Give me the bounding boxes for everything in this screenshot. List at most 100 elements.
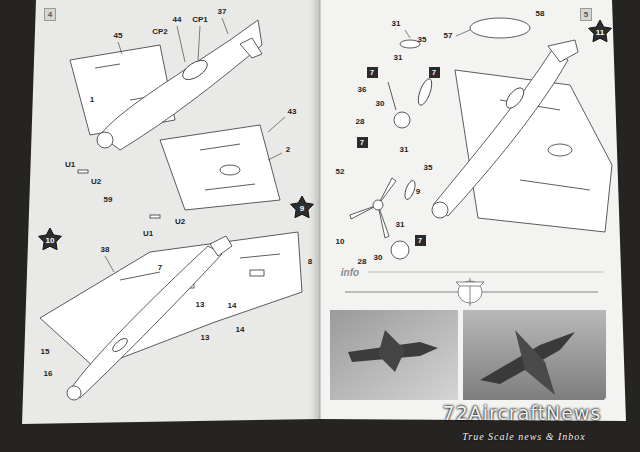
- drawing-circle: [373, 200, 383, 210]
- callout-number: 44: [173, 16, 182, 24]
- callout-number: 13: [201, 334, 210, 342]
- star-outline: [589, 20, 612, 42]
- star-outline: [39, 228, 62, 250]
- drawing-circle: [97, 132, 113, 148]
- section-heading: info: [341, 267, 359, 278]
- drawing-line: [368, 272, 604, 273]
- drawing-line: [200, 144, 240, 150]
- callout-number: 37: [218, 8, 227, 16]
- callout-number: 30: [376, 100, 385, 108]
- drawing-path: [515, 330, 555, 395]
- watermark-tagline: True Scale news & Inbox: [462, 431, 586, 442]
- drawing-line: [222, 18, 228, 34]
- watermark: 72AircraftNews: [443, 402, 602, 424]
- drawing-line: [388, 82, 396, 110]
- step-number: 4: [48, 10, 52, 19]
- drawing-circle: [394, 112, 410, 128]
- drawing-line: [205, 184, 255, 190]
- drawing-circle: [67, 386, 81, 400]
- drawing-line: [198, 26, 200, 60]
- callout-number: 38: [101, 246, 110, 254]
- callout-number: 31: [396, 221, 405, 229]
- drawing-path: [378, 330, 405, 372]
- drawing-line: [405, 30, 410, 38]
- drawing-line: [268, 153, 282, 160]
- callout-number: 1: [90, 96, 94, 104]
- drawing-ellipse: [470, 18, 530, 38]
- drawing-path: [433, 50, 568, 216]
- drawing-line: [120, 272, 160, 280]
- callout-number: 52: [336, 168, 345, 176]
- step-number: 7: [432, 69, 436, 76]
- drawing-polygon: [240, 38, 262, 58]
- callout-number: 15: [41, 348, 50, 356]
- drawing-circle: [432, 202, 448, 218]
- callout-number: 36: [358, 86, 367, 94]
- drawing-line: [320, 0, 321, 419]
- callout-number: 57: [444, 32, 453, 40]
- drawing-line: [118, 42, 122, 54]
- top-view-aircraft: [432, 40, 612, 232]
- step-number: 11: [596, 28, 604, 37]
- step-star-badge: 11: [587, 19, 613, 45]
- sub-step-badge: 7: [415, 235, 426, 246]
- drawing-rect: [150, 215, 160, 218]
- drawing-line: [600, 390, 614, 406]
- callout-number: 31: [400, 146, 409, 154]
- callout-number: 35: [424, 164, 433, 172]
- drawing-ellipse: [416, 77, 435, 107]
- callout-number: 28: [356, 118, 365, 126]
- drawing-line: [177, 26, 185, 62]
- drawing-ellipse: [111, 336, 130, 354]
- callout-number: U1: [143, 230, 153, 238]
- step-number: 7: [370, 69, 374, 76]
- callout-number: 7: [158, 264, 162, 272]
- drawing-rect: [463, 310, 606, 400]
- drawing-line: [105, 256, 114, 272]
- underside-assembly: [40, 232, 302, 400]
- drawing-ellipse: [548, 144, 572, 156]
- callout-number: 9: [416, 188, 420, 196]
- drawing-circle: [391, 241, 409, 259]
- page-number-box: 4: [44, 8, 56, 21]
- step-number: 5: [584, 10, 588, 19]
- callout-number: 16: [44, 370, 53, 378]
- step-star-badge: 9: [289, 195, 315, 221]
- drawing-polygon: [548, 40, 578, 62]
- propeller: [350, 178, 396, 238]
- step-number: 10: [46, 236, 55, 245]
- step-number: 7: [418, 237, 422, 244]
- callout-number: CP1: [192, 16, 208, 24]
- drawing-ellipse: [403, 179, 417, 201]
- drawing-polygon: [320, 0, 626, 421]
- drawing-line: [240, 254, 280, 258]
- callout-number: 35: [418, 36, 427, 44]
- drawing-ellipse: [400, 40, 420, 48]
- drawing-polygon: [22, 0, 320, 424]
- step-number: 7: [360, 139, 364, 146]
- info-views: [345, 272, 604, 306]
- callout-number: 45: [114, 32, 123, 40]
- callout-number: 14: [236, 326, 245, 334]
- drawing-rect: [250, 270, 264, 276]
- callout-number: 8: [308, 258, 312, 266]
- callout-number: 31: [392, 20, 401, 28]
- page-number-box: 5: [580, 8, 592, 21]
- reference-photos: [330, 310, 606, 400]
- fuselage-wing-assembly: [70, 20, 280, 218]
- drawing-line: [268, 117, 285, 132]
- drawing-polygon: [210, 236, 232, 256]
- callout-number: 13: [196, 301, 205, 309]
- callout-number: U1: [65, 161, 75, 169]
- callout-number: 31: [394, 54, 403, 62]
- drawing-polygon: [160, 125, 280, 210]
- callout-number: 14: [228, 302, 237, 310]
- drawing-ellipse: [179, 57, 210, 84]
- step-star-badge: 10: [37, 227, 63, 253]
- drawing-rect: [330, 310, 458, 400]
- sub-step-badge: 7: [367, 67, 378, 78]
- watermark-slash: [600, 390, 620, 406]
